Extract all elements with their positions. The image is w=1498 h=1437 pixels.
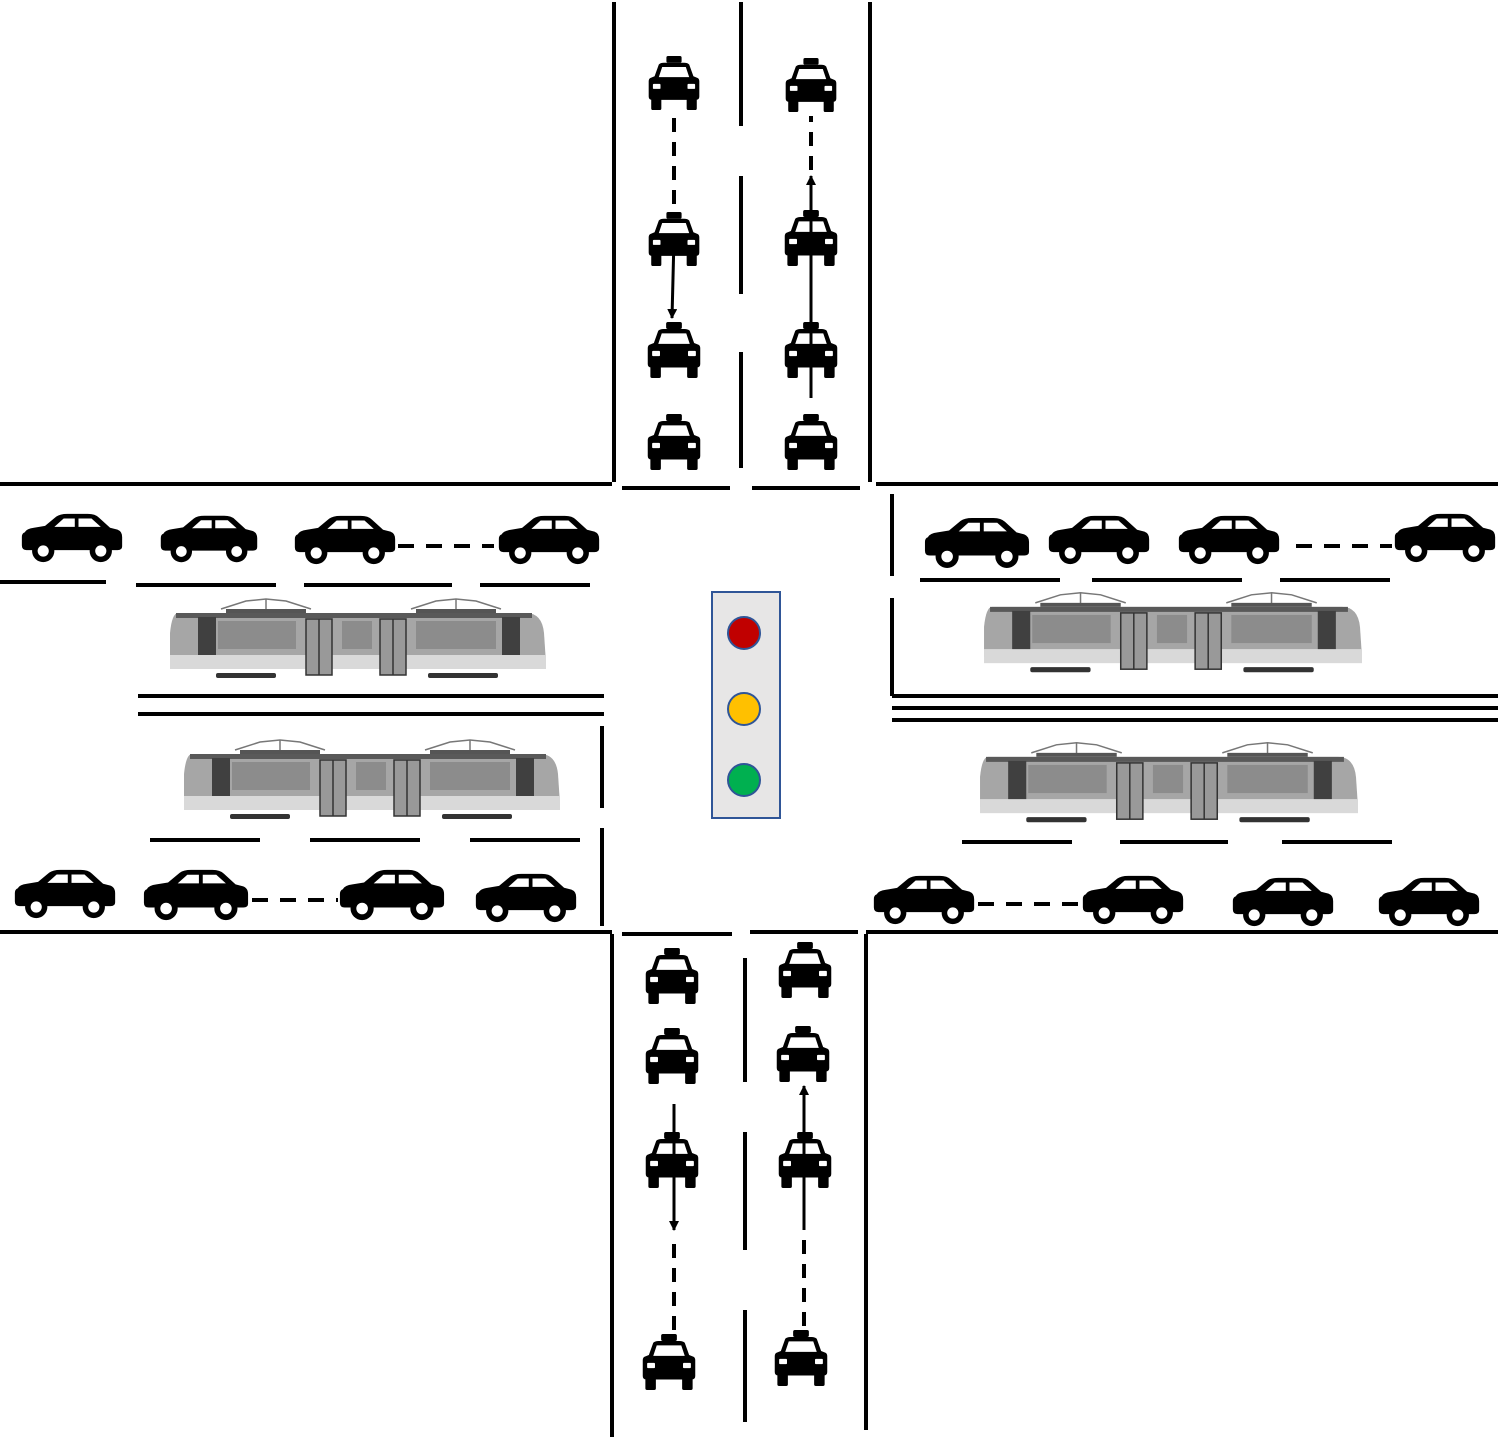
west-road-upper-lane xyxy=(21,513,600,565)
east-road-lower-lane xyxy=(873,875,1480,927)
car-icon xyxy=(924,517,1030,569)
east-road-upper-lane xyxy=(924,513,1496,569)
arrow-icon xyxy=(667,237,678,319)
traffic-light-icon xyxy=(711,591,781,819)
car-icon xyxy=(143,869,249,921)
taxi-icon xyxy=(776,1026,830,1082)
taxi-icon xyxy=(778,942,832,998)
north-road-northbound xyxy=(784,58,838,470)
car-icon xyxy=(21,513,123,563)
car-icon xyxy=(160,515,258,563)
south-road-southbound xyxy=(642,948,699,1390)
tram-icon xyxy=(979,741,1358,824)
car-icon xyxy=(1082,875,1184,925)
taxi-icon xyxy=(642,1334,696,1390)
red-light xyxy=(727,616,761,650)
car-icon xyxy=(1378,877,1480,927)
taxi-icon xyxy=(647,414,701,470)
tram-icon xyxy=(169,598,546,679)
car-icon xyxy=(1048,515,1150,565)
car-icon xyxy=(498,515,600,565)
taxi-icon xyxy=(645,1028,699,1084)
car-icon xyxy=(294,515,396,565)
yellow-light xyxy=(727,692,761,726)
taxi-icon xyxy=(648,56,700,110)
car-icon xyxy=(1394,513,1496,563)
car-icon xyxy=(475,873,577,923)
tram-icon xyxy=(983,591,1362,674)
green-light xyxy=(727,763,761,797)
west-road-lower-lane xyxy=(14,869,577,923)
tram-icon xyxy=(183,739,560,820)
car-icon xyxy=(1232,877,1334,927)
taxi-icon xyxy=(784,414,838,470)
car-icon xyxy=(14,869,116,919)
south-road-northbound xyxy=(774,942,832,1386)
car-icon xyxy=(339,869,445,921)
taxi-icon xyxy=(774,1330,828,1386)
north-road-southbound xyxy=(647,56,701,470)
taxi-icon xyxy=(785,58,837,112)
taxi-icon xyxy=(647,322,701,378)
taxi-icon xyxy=(645,1132,699,1188)
car-icon xyxy=(873,875,975,925)
car-icon xyxy=(1178,515,1280,565)
taxi-icon xyxy=(645,948,699,1004)
